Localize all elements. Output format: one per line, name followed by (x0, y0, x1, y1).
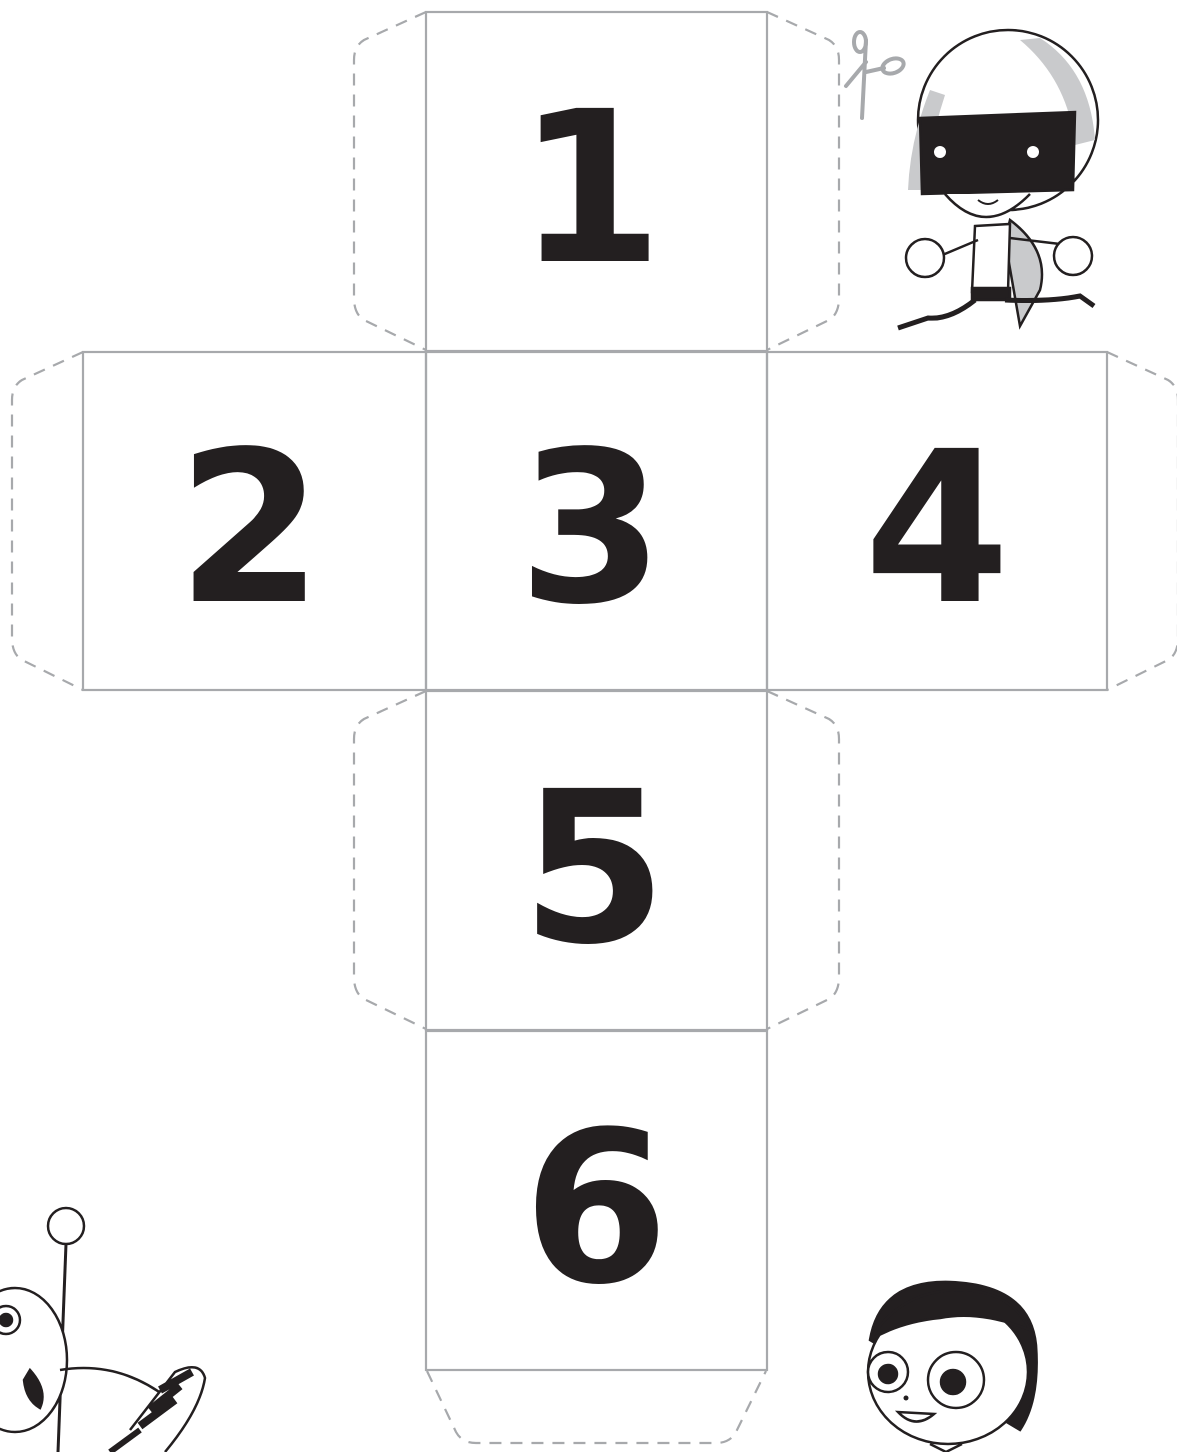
sun-character (0, 1208, 205, 1452)
face-numbers: 1 2 3 4 5 6 (177, 66, 1010, 1331)
face-3-number: 3 (518, 406, 664, 651)
glue-tab-face5-right (767, 691, 839, 1029)
glue-tab-face2-left (12, 352, 83, 690)
face-2-number: 2 (177, 406, 323, 651)
face-4-number: 4 (864, 406, 1010, 651)
face-5-number: 5 (521, 746, 667, 991)
glue-tab-face5-left (354, 691, 426, 1029)
face-1-number: 1 (517, 66, 663, 311)
scissors-icon (846, 32, 906, 118)
face-6-number: 6 (523, 1086, 669, 1331)
glue-tab-face1-right (767, 12, 839, 350)
glue-tab-face1-left (354, 12, 426, 350)
glue-tab-face4-right (1107, 352, 1177, 690)
glue-tab-face6-bottom (427, 1371, 766, 1443)
girl-character (868, 1282, 1037, 1452)
helmet-character (898, 30, 1098, 328)
